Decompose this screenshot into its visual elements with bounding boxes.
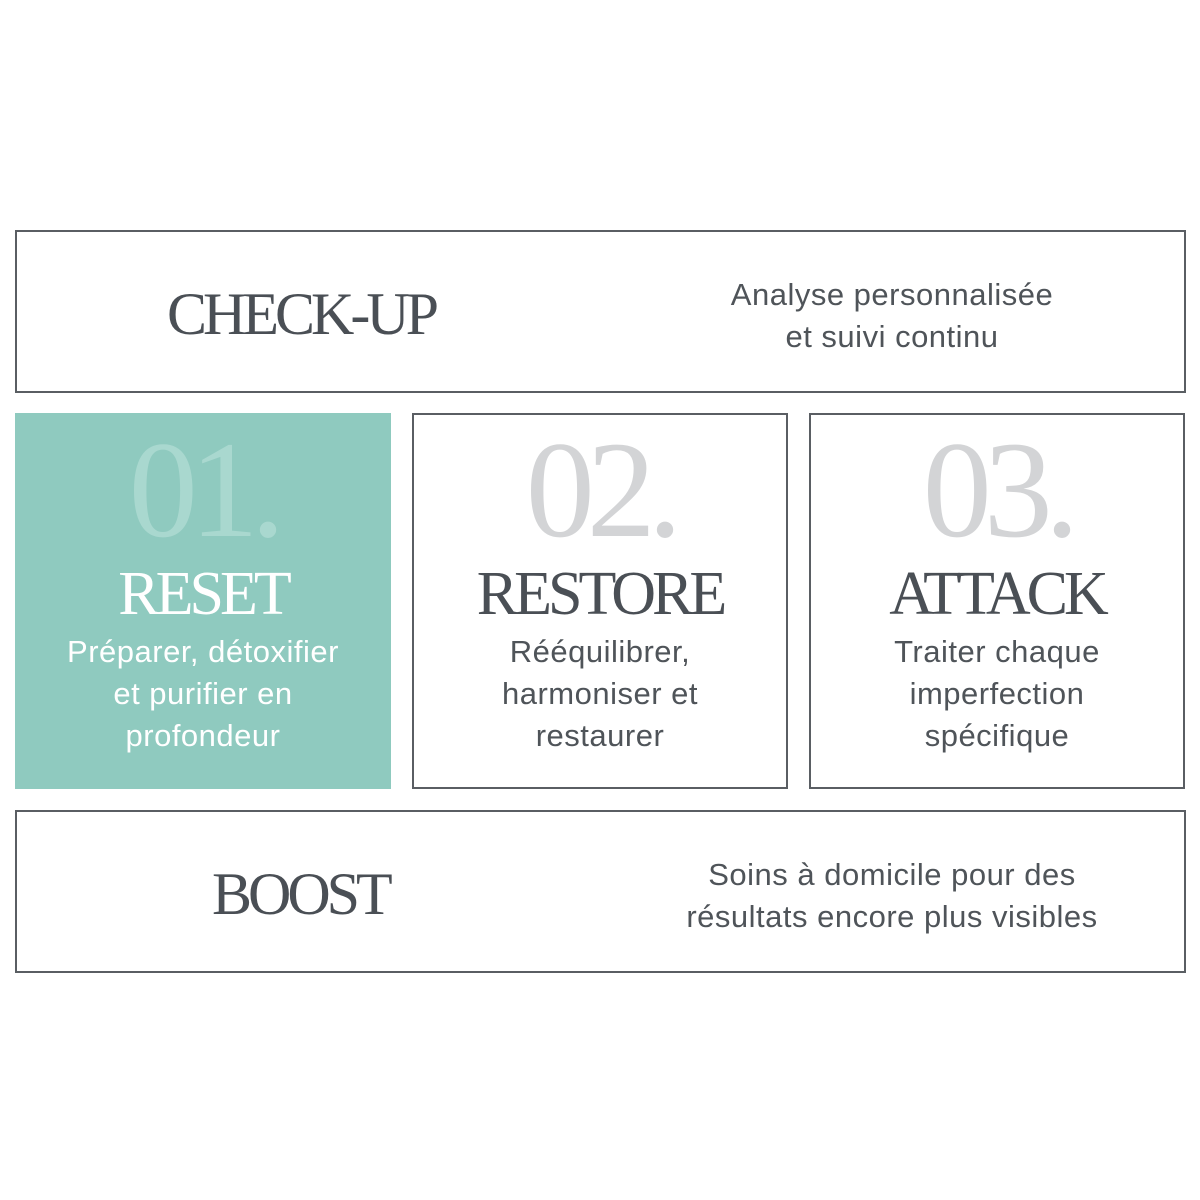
step-title: RESTORE [476, 560, 727, 628]
description-line: spécifique [924, 718, 1070, 753]
step-title: RESET [118, 560, 291, 628]
description-line: et purifier en [113, 676, 293, 711]
step-card-reset: 01. RESET Préparer, détoxifier et purifi… [15, 413, 391, 789]
description-line: restaurer [535, 718, 665, 753]
step-description: Traiter chaque imperfection spécifique [811, 631, 1183, 757]
description-line: Rééquilibrer, [509, 634, 691, 669]
description-line: résultats encore plus visibles [686, 899, 1098, 934]
step-title: ATTACK [889, 560, 1109, 628]
checkup-panel: CHECK-UP Analyse personnalisée et suivi … [15, 230, 1186, 393]
boost-title: BOOST [212, 861, 393, 927]
step-number: 02. [525, 413, 683, 566]
description-line: Soins à domicile pour des [708, 857, 1076, 892]
step-description: Préparer, détoxifier et purifier en prof… [17, 631, 389, 757]
step-card-restore: 02. RESTORE Rééquilibrer, harmoniser et … [412, 413, 788, 789]
step-number: 03. [922, 413, 1080, 566]
checkup-title: CHECK-UP [167, 281, 439, 347]
description-line: Préparer, détoxifier [67, 634, 339, 669]
description-line: et suivi continu [785, 319, 999, 354]
description-line: profondeur [125, 718, 281, 753]
description-line: imperfection [909, 676, 1085, 711]
description-line: Traiter chaque [894, 634, 1100, 669]
step-description: Rééquilibrer, harmoniser et restaurer [414, 631, 786, 757]
boost-panel: BOOST Soins à domicile pour des résultat… [15, 810, 1186, 973]
step-number: 01. [128, 413, 286, 566]
description-line: Analyse personnalisée [730, 277, 1054, 312]
description-line: harmoniser et [501, 676, 699, 711]
step-card-attack: 03. ATTACK Traiter chaque imperfection s… [809, 413, 1185, 789]
checkup-description: Analyse personnalisée et suivi continu [657, 274, 1127, 358]
boost-description: Soins à domicile pour des résultats enco… [647, 854, 1137, 938]
